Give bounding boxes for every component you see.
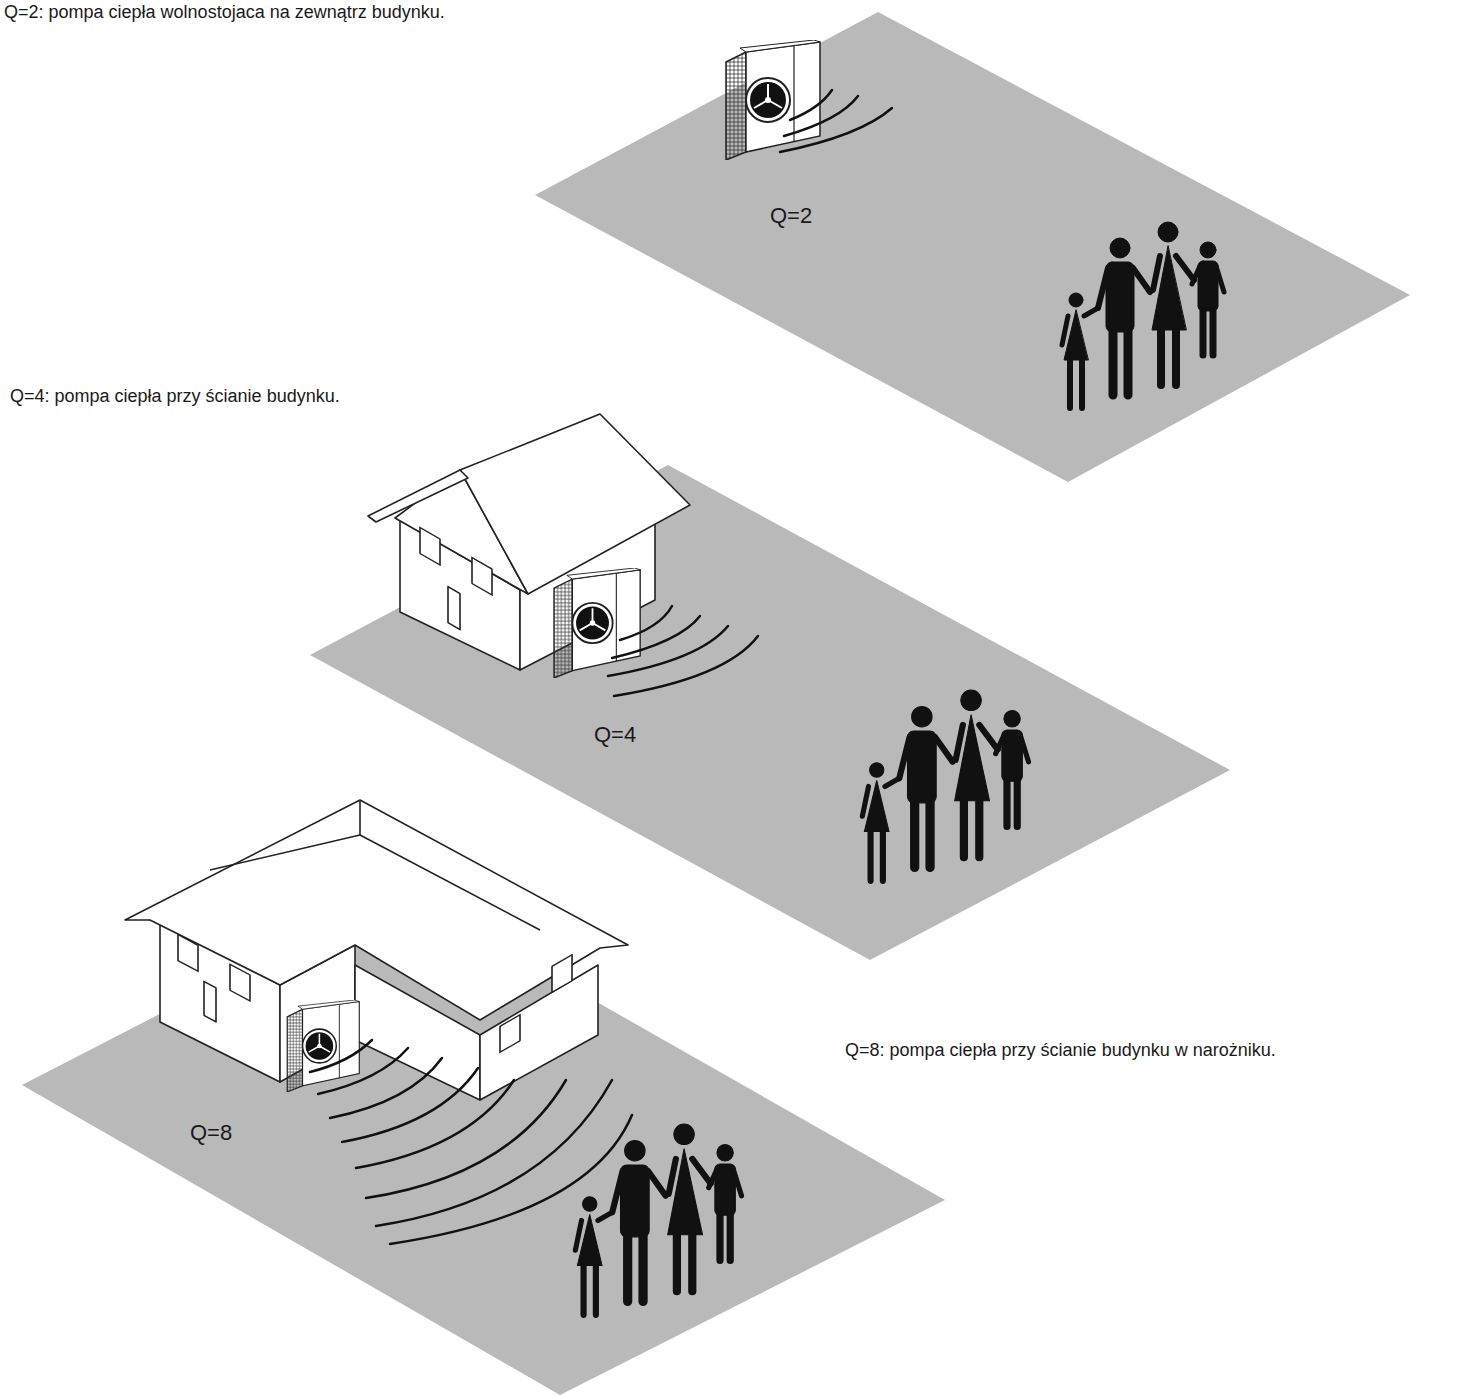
scene-corner bbox=[22, 800, 945, 1395]
q-value: Q=8 bbox=[190, 1120, 232, 1146]
caption: Q=8: pompa ciepła przy ścianie budynku w… bbox=[845, 1040, 1276, 1061]
q-value: Q=2 bbox=[770, 203, 812, 229]
scene-freestanding bbox=[535, 12, 1410, 482]
q-value: Q=4 bbox=[594, 722, 636, 748]
caption: Q=4: pompa ciepła przy ścianie budynku. bbox=[10, 386, 340, 407]
caption: Q=2: pompa ciepła wolnostojaca na zewnąt… bbox=[4, 2, 445, 23]
